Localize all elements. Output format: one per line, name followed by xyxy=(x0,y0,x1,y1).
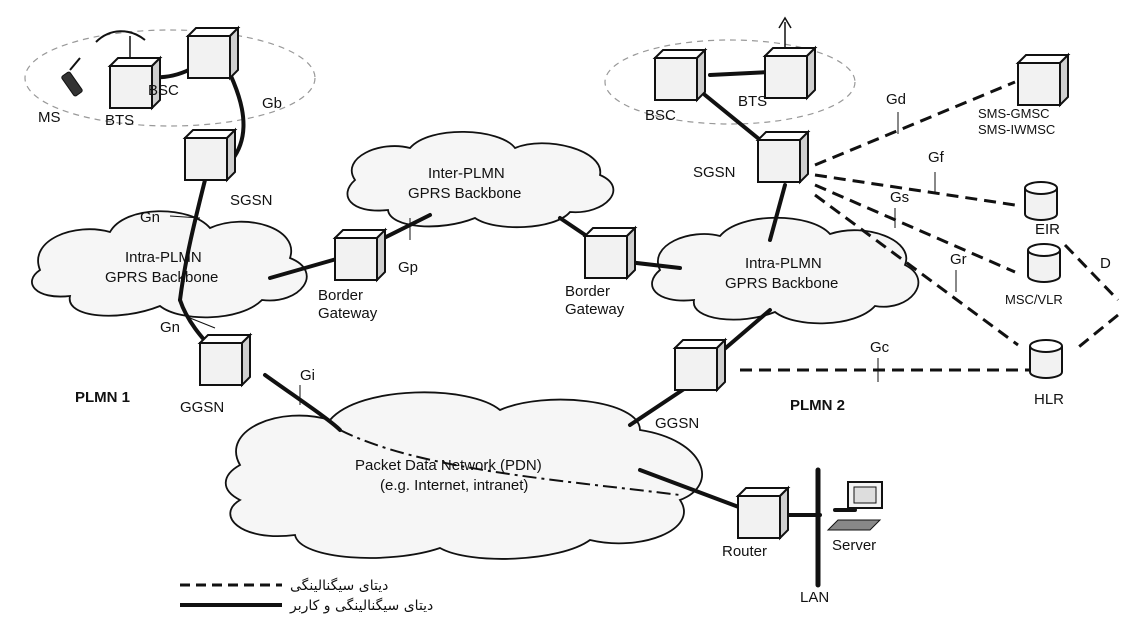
intra-plmn-backbone-2 xyxy=(651,216,920,325)
server-icon xyxy=(826,481,883,531)
label-pdn-l2: (e.g. Internet, intranet) xyxy=(380,477,528,494)
sms-gmsc xyxy=(1017,54,1069,106)
label-msc-vlr: MSC/VLR xyxy=(1005,292,1063,307)
label-sms-l2: SMS-IWMSC xyxy=(978,122,1055,137)
label-bts2: BTS xyxy=(738,93,767,110)
label-bg2-l1: Border xyxy=(565,283,610,300)
label-inter-l1: Inter-PLMN xyxy=(428,165,505,182)
border-gateway-1 xyxy=(334,229,386,281)
label-intra2-l2: GPRS Backbone xyxy=(725,275,838,292)
label-gb: Gb xyxy=(262,95,282,112)
label-gp: Gp xyxy=(398,259,418,276)
label-intra1-l1: Intra-PLMN xyxy=(125,249,202,266)
pdn-user-path xyxy=(339,429,681,496)
label-bsc2: BSC xyxy=(645,107,676,124)
label-intra1-l2: GPRS Backbone xyxy=(105,269,218,286)
label-router: Router xyxy=(722,543,767,560)
label-d: D xyxy=(1100,255,1111,272)
label-eir: EIR xyxy=(1035,221,1060,238)
label-ms: MS xyxy=(38,109,61,126)
bts-plmn1 xyxy=(95,30,161,109)
label-server: Server xyxy=(832,537,876,554)
router xyxy=(737,487,789,539)
intra-plmn-backbone-1 xyxy=(31,210,308,319)
sgsn-plmn1 xyxy=(184,129,236,181)
label-ggsn2: GGSN xyxy=(655,415,699,432)
label-bts1: BTS xyxy=(105,112,134,129)
label-gi: Gi xyxy=(300,367,315,384)
label-lan: LAN xyxy=(800,589,829,606)
bsc-plmn1 xyxy=(187,27,239,79)
legend: دیتای سیگنالینگی دیتای سیگنالینگی و کارب… xyxy=(180,577,433,614)
border-gateway-2 xyxy=(584,227,636,279)
dashed-links xyxy=(740,80,1120,372)
label-gs: Gs xyxy=(890,189,909,206)
label-gn-bottom: Gn xyxy=(160,319,180,336)
label-plmn1: PLMN 1 xyxy=(75,389,130,406)
label-gn-top: Gn xyxy=(140,209,160,226)
inter-plmn-backbone xyxy=(346,130,615,229)
label-gr: Gr xyxy=(950,251,967,268)
sgsn-plmn2 xyxy=(757,131,809,183)
label-ggsn1: GGSN xyxy=(180,399,224,416)
ms-mobile xyxy=(61,57,83,97)
radio-area-plmn2 xyxy=(604,39,856,125)
label-plmn2: PLMN 2 xyxy=(790,397,845,414)
ggsn-plmn1 xyxy=(199,334,251,386)
label-sgsn2: SGSN xyxy=(693,164,736,181)
interface-ticks xyxy=(169,112,957,405)
label-gf: Gf xyxy=(928,149,945,166)
ggsn-plmn2 xyxy=(674,339,726,391)
label-bg2-l2: Gateway xyxy=(565,301,625,318)
label-gd: Gd xyxy=(886,91,906,108)
label-bg1-l1: Border xyxy=(318,287,363,304)
label-sgsn1: SGSN xyxy=(230,192,273,209)
label-bsc1: BSC xyxy=(148,82,179,99)
label-pdn-l1: Packet Data Network (PDN) xyxy=(355,457,542,474)
legend-dashed-label: دیتای سیگنالینگی xyxy=(290,577,388,594)
label-sms-l1: SMS-GMSC xyxy=(978,106,1050,121)
label-hlr: HLR xyxy=(1034,391,1064,408)
packet-data-network xyxy=(224,391,703,560)
bts-plmn2 xyxy=(764,16,816,99)
eir-database xyxy=(1024,181,1058,221)
label-intra2-l1: Intra-PLMN xyxy=(745,255,822,272)
radio-area-plmn1 xyxy=(24,29,316,127)
bsc-plmn2 xyxy=(654,49,706,101)
hlr-database xyxy=(1029,339,1063,379)
label-bg1-l2: Gateway xyxy=(318,305,378,322)
legend-solid-label: دیتای سیگنالینگی و کاربر xyxy=(289,597,433,614)
msc-vlr-database xyxy=(1027,243,1061,283)
label-inter-l2: GPRS Backbone xyxy=(408,185,521,202)
label-gc: Gc xyxy=(870,339,890,356)
